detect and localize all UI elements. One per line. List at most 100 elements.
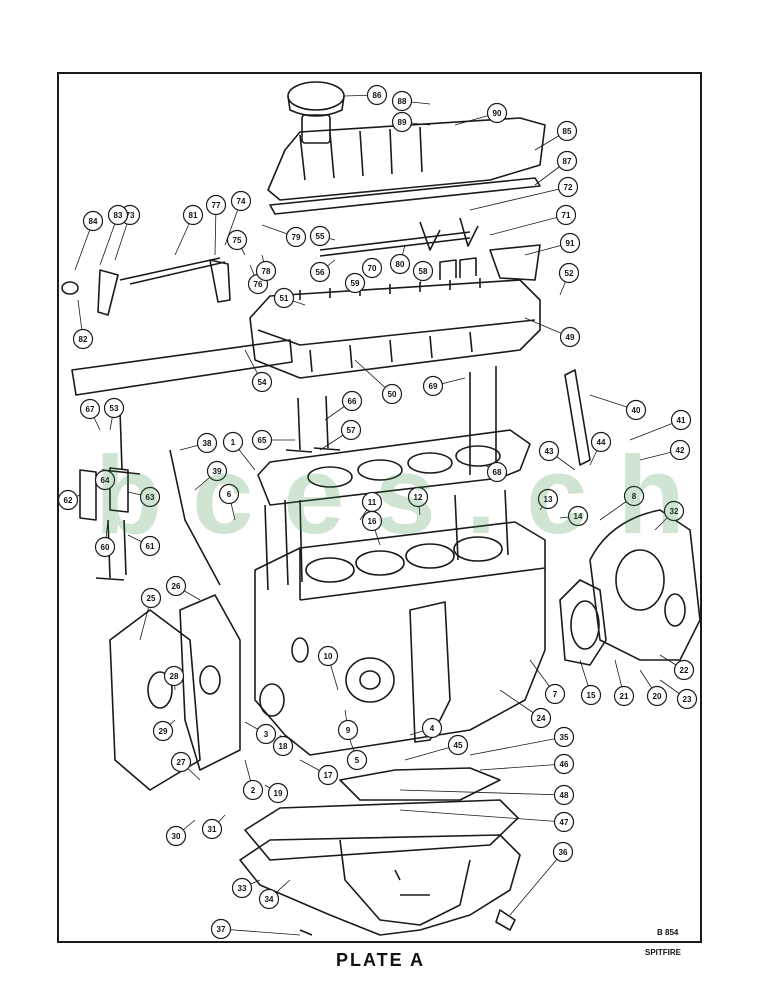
callout-60: 60	[94, 536, 116, 558]
callout-19: 19	[267, 782, 289, 804]
callout-label: 85	[563, 127, 572, 136]
callout-label: 17	[324, 771, 333, 780]
callout-7: 7	[544, 683, 566, 705]
callout-label: 10	[324, 652, 333, 661]
callout-62: 62	[57, 489, 79, 511]
callout-18: 18	[272, 735, 294, 757]
callout-label: 45	[454, 741, 463, 750]
callout-41: 41	[670, 409, 692, 431]
callout-label: 15	[587, 691, 596, 700]
callout-label: 64	[101, 476, 110, 485]
callout-39: 39	[206, 460, 228, 482]
callout-87: 87	[556, 150, 578, 172]
callout-label: 43	[545, 447, 554, 456]
callout-20: 20	[646, 685, 668, 707]
callout-label: 36	[559, 848, 568, 857]
callout-56: 56	[309, 261, 331, 283]
callout-label: 28	[170, 672, 179, 681]
callout-label: 5	[355, 756, 360, 765]
callout-label: 65	[258, 436, 267, 445]
callout-2: 2	[242, 779, 264, 801]
callout-5: 5	[346, 749, 368, 771]
callout-label: 59	[351, 279, 360, 288]
callout-label: 19	[274, 789, 283, 798]
callout-label: 46	[560, 760, 569, 769]
callout-78: 78	[255, 260, 277, 282]
callout-label: 29	[159, 727, 168, 736]
callout-label: 48	[560, 791, 569, 800]
callout-label: 68	[493, 468, 502, 477]
callout-48: 48	[553, 784, 575, 806]
callout-label: 20	[653, 692, 662, 701]
callout-label: 7	[553, 690, 558, 699]
callout-label: 41	[677, 416, 686, 425]
callout-58: 58	[412, 260, 434, 282]
callout-85: 85	[556, 120, 578, 142]
callout-label: 38	[203, 439, 212, 448]
callout-21: 21	[613, 685, 635, 707]
drawing-number: B 854	[657, 928, 679, 937]
callout-50: 50	[381, 383, 403, 405]
callout-59: 59	[344, 272, 366, 294]
callout-label: 37	[217, 925, 226, 934]
callout-40: 40	[625, 399, 647, 421]
callout-74: 74	[230, 190, 252, 212]
callout-label: 57	[347, 426, 356, 435]
plate-frame	[57, 72, 702, 943]
callout-22: 22	[673, 659, 695, 681]
callout-label: 25	[147, 594, 156, 603]
callout-9: 9	[337, 719, 359, 741]
callout-label: 71	[562, 211, 571, 220]
callout-label: 86	[373, 91, 382, 100]
dipstick	[169, 449, 221, 586]
callout-label: 40	[632, 406, 641, 415]
callout-54: 54	[251, 371, 273, 393]
dipstick-tube	[564, 369, 591, 466]
oil-strainer	[339, 767, 501, 801]
callout-label: 9	[346, 726, 351, 735]
callout-14: 14	[567, 505, 589, 527]
callout-46: 46	[553, 753, 575, 775]
callout-label: 11	[368, 498, 377, 507]
timing-plates	[109, 594, 241, 791]
callout-57: 57	[340, 419, 362, 441]
callout-90: 90	[486, 102, 508, 124]
leader-line-47	[399, 809, 565, 823]
callout-label: 75	[233, 236, 242, 245]
callout-13: 13	[537, 488, 559, 510]
callout-label: 87	[563, 157, 572, 166]
callout-label: 52	[565, 269, 574, 278]
callout-label: 90	[493, 109, 502, 118]
callout-label: 91	[566, 239, 575, 248]
leader-line-35	[469, 736, 565, 756]
callout-29: 29	[152, 720, 174, 742]
callout-42: 42	[669, 439, 691, 461]
callout-53: 53	[103, 397, 125, 419]
callout-55: 55	[309, 225, 331, 247]
callout-43: 43	[538, 440, 560, 462]
callout-label: 62	[64, 496, 73, 505]
callout-label: 55	[316, 232, 325, 241]
callout-35: 35	[553, 726, 575, 748]
callout-83: 83	[107, 204, 129, 226]
callout-49: 49	[559, 326, 581, 348]
callout-label: 1	[231, 438, 236, 447]
watermark: bces.ch	[95, 434, 715, 557]
callout-label: 51	[280, 294, 289, 303]
callout-label: 53	[110, 404, 119, 413]
callout-label: 16	[368, 517, 377, 526]
rear-plate	[559, 509, 701, 666]
callout-label: 56	[316, 268, 325, 277]
callout-70: 70	[361, 257, 383, 279]
callout-label: 23	[683, 695, 692, 704]
callout-64: 64	[94, 469, 116, 491]
callout-8: 8	[623, 485, 645, 507]
callout-72: 72	[557, 176, 579, 198]
callout-33: 33	[231, 877, 253, 899]
callout-82: 82	[72, 328, 94, 350]
leader-line-36	[509, 851, 564, 916]
callout-label: 44	[597, 438, 606, 447]
callout-label: 72	[564, 183, 573, 192]
callout-label: 79	[292, 233, 301, 242]
